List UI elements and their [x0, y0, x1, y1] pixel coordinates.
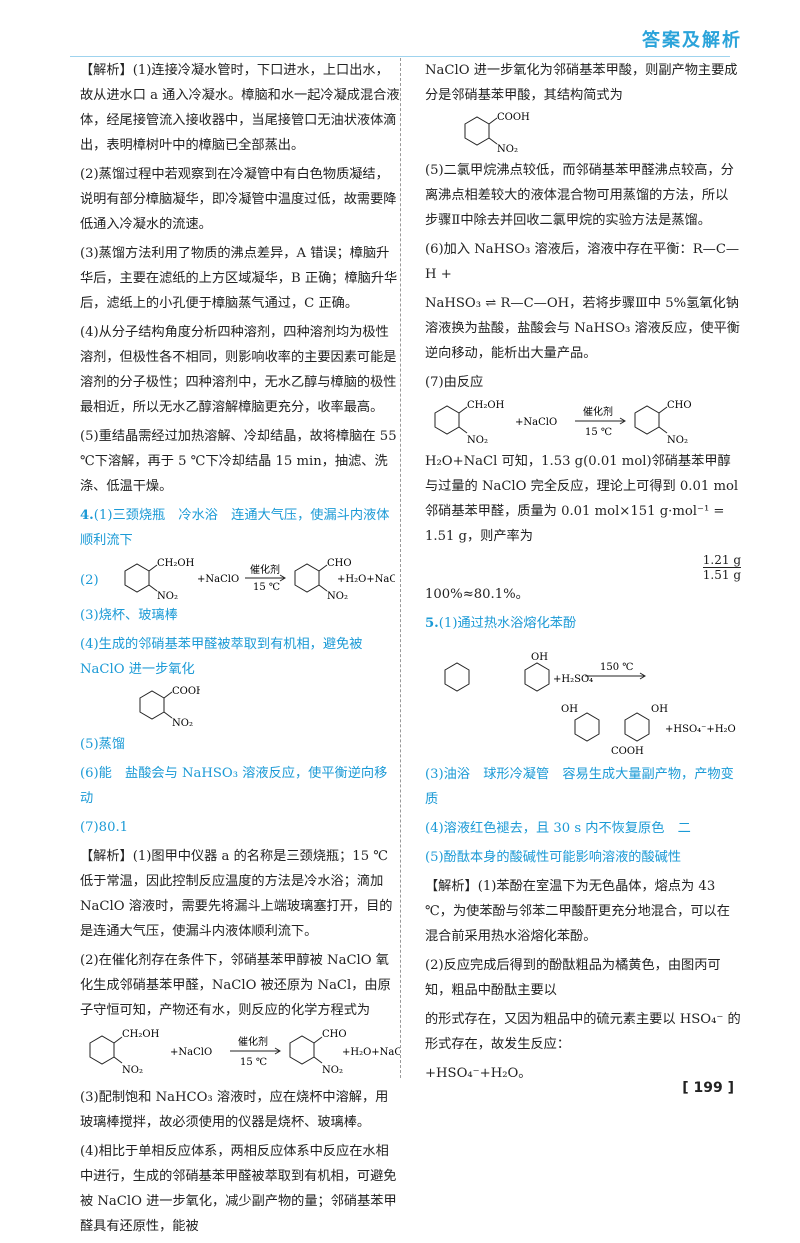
analysis-paragraph: (5)二氯甲烷沸点较低，而邻硝基苯甲醛沸点较高，分离沸点相差较大的液体混合物可用…	[425, 163, 734, 228]
temp-label: 15 ℃	[253, 582, 280, 593]
analysis-paragraph: 【解析】(1)苯酚在室温下为无色晶体，熔点为 43 ℃，为使苯酚与邻苯二甲酸酐更…	[425, 879, 730, 944]
no2-label: NO₂	[497, 144, 518, 155]
cooh-no2-structure: COOH NO₂	[139, 686, 200, 729]
analysis-paragraph: 100%≈80.1%。	[425, 587, 529, 602]
analysis-paragraph: (2)反应完成后得到的酚酞粗品为橘黄色，由图丙可知，粗品中酚酞主要以	[425, 958, 721, 998]
answer-label: (2)	[80, 572, 99, 588]
analysis-paragraph: +HSO₄⁻+H₂O。	[425, 1066, 532, 1081]
analysis-paragraph: (2)在催化剂存在条件下，邻硝基苯甲醇被 NaClO 氧化生成邻硝基苯甲醛，Na…	[80, 953, 391, 1018]
reaction-scheme: CH₂OH NO₂ +NaClO 催化剂 15 ℃ CHO NO₂ +H₂O+N…	[124, 558, 395, 602]
reaction-equation: CH₂OH NO₂ +NaClO 催化剂 15 ℃ CHO NO₂ +H₂O+N…	[89, 1029, 400, 1076]
cooh-no2-structure: COOH NO₂	[464, 112, 530, 155]
ch2oh-label: CH₂OH	[122, 1029, 160, 1040]
q4-answer-1: 4.(1)三颈烧瓶 冷水浴 连通大气压，使漏斗内液体顺利流下	[80, 503, 400, 553]
cooh-label: COOH	[611, 746, 644, 757]
analysis-paragraph: 的形式存在，又因为粗品中的硫元素主要以 HSO₄⁻ 的形式存在，故发生反应：	[425, 1012, 741, 1052]
analysis-paragraph: 【解析】(1)连接冷凝水管时，下口进水，上口出水，故从进水口 a 通入冷凝水。樟…	[80, 63, 400, 153]
cooh-label: COOH	[172, 686, 200, 697]
answer-text: (1)三颈烧瓶 冷水浴 连通大气压，使漏斗内液体顺利流下	[80, 508, 390, 548]
analysis-paragraph: (4)从分子结构角度分析四种溶剂，四种溶剂均为极性溶剂，但极性各不相同，则影响收…	[80, 325, 397, 415]
phenolphthalein-synthesis-scheme: OH +H₂SO₄ 150 ℃ OH OH COOH +HSO₄⁻+H₂O	[444, 652, 736, 757]
q4-answer-7: (7)80.1	[80, 820, 129, 835]
reaction-equation: CH₂OH NO₂ +NaClO 催化剂 15 ℃ CHO NO₂	[434, 400, 692, 446]
analysis-paragraph: (2)蒸馏过程中若观察到在冷凝管中有白色物质凝结，说明有部分樟脑凝华，即冷凝管中…	[80, 167, 397, 232]
page-number: [ 199 ]	[682, 1080, 734, 1096]
question-number: 5.	[425, 616, 439, 631]
naclo-label: +NaClO	[197, 574, 239, 585]
oh-label: OH	[561, 704, 578, 715]
analysis-paragraph: (5)重结晶需经过加热溶解、冷却结晶，故将樟脑在 55 ℃下溶解，再于 5 ℃下…	[80, 429, 397, 494]
ch2oh-label: CH₂OH	[157, 558, 195, 569]
no2-label: NO₂	[667, 435, 688, 446]
no2-label: NO₂	[172, 718, 193, 729]
analysis-paragraph: (6)加入 NaHSO₃ 溶液后，溶液中存在平衡：R—C—H +	[425, 242, 740, 282]
ch2oh-label: CH₂OH	[467, 400, 505, 411]
temp-label: 15 ℃	[585, 427, 612, 438]
oh-label: OH	[531, 652, 548, 663]
hso4-label: +HSO₄⁻+H₂O	[665, 724, 736, 735]
analysis-paragraph: (4)相比于单相反应体系，两相反应体系中反应在水相中进行，生成的邻硝基苯甲醛被萃…	[80, 1144, 397, 1234]
no2-label: NO₂	[327, 591, 348, 602]
analysis-paragraph: H₂O+NaCl 可知，1.53 g(0.01 mol)邻硝基苯甲醇与过量的 N…	[425, 454, 739, 544]
q5-answer-5: (5)酚酞本身的酸碱性可能影响溶液的酸碱性	[425, 850, 682, 865]
q5-answer-3: (3)油浴 球形冷凝管 容易生成大量副产物，产物变质	[425, 767, 734, 807]
temp-label: 15 ℃	[240, 1057, 267, 1068]
naclo-label: +NaClO	[170, 1047, 212, 1058]
fraction-denominator: 1.51 g	[702, 568, 741, 582]
cooh-label: COOH	[497, 112, 530, 123]
analysis-paragraph: 【解析】(1)图甲中仪器 a 的名称是三颈烧瓶；15 ℃低于常温，因此控制反应温…	[80, 849, 393, 939]
catalyst-label: 催化剂	[250, 563, 280, 576]
header-rule	[70, 56, 730, 57]
q4-answer-4: (4)生成的邻硝基苯甲醛被萃取到有机相，避免被 NaClO 进一步氧化	[80, 637, 363, 677]
yield-fraction: 1.21 g 1.51 g	[425, 553, 741, 582]
no2-label: NO₂	[157, 591, 178, 602]
left-column: 【解析】(1)连接冷凝水管时，下口进水，上口出水，故从进水口 a 通入冷凝水。樟…	[80, 58, 400, 1243]
analysis-paragraph: (3)蒸馏方法利用了物质的沸点差异，A 错误；樟脑升华后，主要在滤纸的上方区域凝…	[80, 246, 398, 311]
naclo-label: +NaClO	[515, 417, 557, 428]
h2so4-label: +H₂SO₄	[553, 674, 593, 685]
no2-label: NO₂	[467, 435, 488, 446]
answer-text: (1)通过热水浴熔化苯酚	[438, 616, 577, 631]
analysis-paragraph: NaClO 进一步氧化为邻硝基苯甲酸，则副产物主要成分是邻硝基苯甲酸，其结构简式…	[425, 63, 738, 103]
fraction-numerator: 1.21 g	[702, 553, 741, 568]
analysis-paragraph: NaHSO₃ ⇌ R—C—OH，若将步骤Ⅲ中 5%氢氧化钠溶液换为盐酸，盐酸会与…	[425, 296, 740, 361]
products-label: +H₂O+NaCl	[342, 1047, 400, 1058]
q4-answer-5: (5)蒸馏	[80, 737, 126, 752]
question-number: 4.	[80, 508, 94, 523]
q4-answer-6: (6)能 盐酸会与 NaHSO₃ 溶液反应，使平衡逆向移动	[80, 766, 388, 806]
q5-answer-1: 5.(1)通过热水浴熔化苯酚	[425, 611, 741, 636]
analysis-paragraph: (7)由反应	[425, 375, 484, 390]
page-header-title: 答案及解析	[642, 30, 742, 51]
products-label: +H₂O+NaCl	[337, 574, 395, 585]
cho-label: CHO	[322, 1029, 347, 1040]
q5-answer-4: (4)溶液红色褪去，且 30 s 内不恢复原色 二	[425, 821, 691, 836]
catalyst-label: 催化剂	[238, 1035, 268, 1048]
right-column: NaClO 进一步氧化为邻硝基苯甲酸，则副产物主要成分是邻硝基苯甲酸，其结构简式…	[425, 58, 741, 1090]
q4-answer-2-equation: (2) CH₂OH NO₂ +NaClO 催化剂 15 ℃ CHO NO₂ +H…	[80, 557, 400, 603]
temp-label: 150 ℃	[600, 662, 633, 673]
cho-label: CHO	[327, 558, 352, 569]
no2-label: NO₂	[122, 1065, 143, 1076]
catalyst-label: 催化剂	[583, 405, 613, 418]
q4-answer-3: (3)烧杯、玻璃棒	[80, 608, 178, 623]
analysis-paragraph: (3)配制饱和 NaHCO₃ 溶液时，应在烧杯中溶解，用玻璃棒搅拌，故必须使用的…	[80, 1090, 389, 1130]
no2-label: NO₂	[322, 1065, 343, 1076]
oh-label: OH	[651, 704, 668, 715]
cho-label: CHO	[667, 400, 692, 411]
column-divider	[400, 58, 401, 1078]
